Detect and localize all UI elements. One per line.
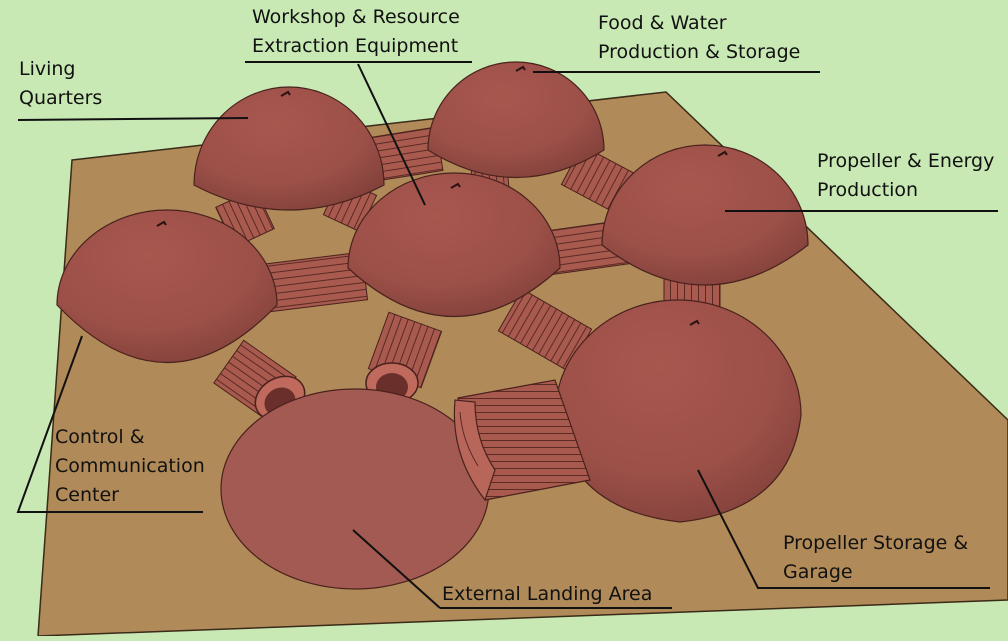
label-propeller-storage-garage: Propeller Storage & Garage: [783, 532, 969, 583]
label-food-water: Food & Water Production & Storage: [598, 12, 801, 63]
dome-living-quarters: [193, 86, 385, 211]
label-external-landing-area: External Landing Area: [442, 583, 653, 605]
label-propeller-energy: Propeller & Energy Production: [817, 150, 995, 201]
landing-area-pad: [220, 388, 490, 590]
dome-food-water: [427, 61, 605, 178]
leader-lines: [16, 61, 998, 609]
label-living-quarters: Living Quarters: [19, 58, 103, 109]
tunnel-landing-garage: [453, 379, 591, 502]
label-control-communication: Control & Communication Center: [55, 426, 205, 506]
dome-propeller-energy: [601, 144, 809, 286]
dome-workshop: [347, 172, 561, 317]
dome-garage: [554, 299, 802, 523]
dome-control-communication: [56, 209, 278, 363]
label-workshop: Workshop & Resource Extraction Equipment: [252, 6, 460, 57]
